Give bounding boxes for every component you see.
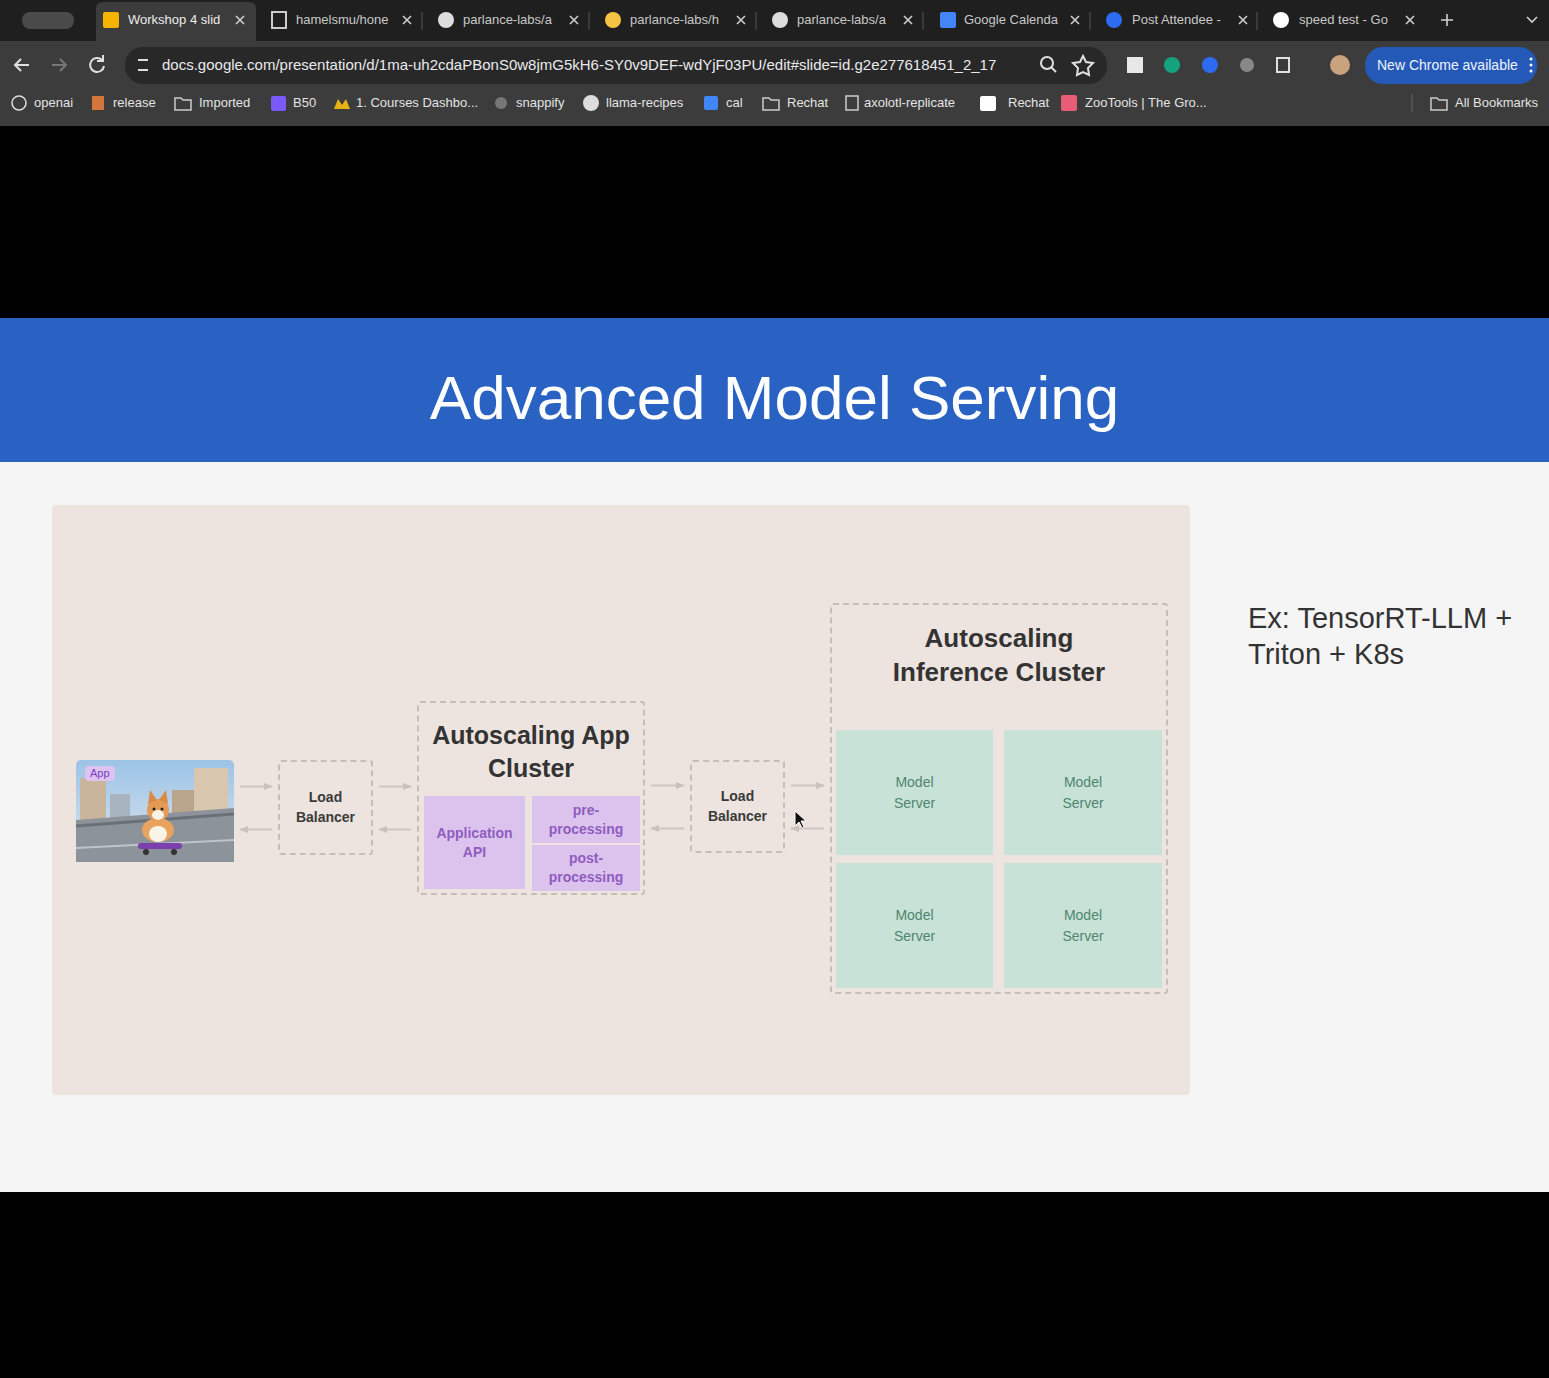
update-button-text: New Chrome available [1377,57,1518,74]
app-tag: App [85,766,115,781]
bookmark-label: Rechat [1008,95,1049,111]
autoscaling-cluster-box: Autoscaling App ClusterApplication API pr… [417,701,645,895]
tab-title: Post Attendee - [1132,12,1221,28]
cluster-heading: Autoscaling Inference Cluster [869,621,1129,690]
autoscaling-cluster-box: Autoscaling Inference ClusterModel Serve… [830,603,1168,994]
model-server-box: Model Server [836,863,993,988]
load-balancer-box: Load Balancer [690,760,785,853]
node-label: Application API [431,824,518,862]
tab-title: parlance-labs/h [630,12,719,28]
bookmark-label: release [113,95,156,111]
flow-arrow [240,829,272,831]
tab-title: parlance-labs/a [463,12,552,28]
node-label: Model Server [883,772,947,813]
node-label: pre-processing [539,801,633,839]
mouse-cursor [793,810,807,830]
bookmark-label: Imported [199,95,250,111]
tab-title: parlance-labs/a [797,12,886,28]
bookmark-label: openai [34,95,73,111]
bookmark-label: llama-recipes [606,95,683,111]
model-server-box: Model Server [836,730,993,855]
flow-arrow [791,785,824,787]
node-label: Load Balancer [289,788,363,827]
node-label: Model Server [883,905,947,946]
flow-arrow [240,786,272,788]
bookmark-label: All Bookmarks [1455,95,1538,111]
bookmark-label: axolotl-replicate [864,95,955,111]
flow-arrow [379,786,411,788]
bookmark-label: 1. Courses Dashbo... [356,95,478,111]
flow-arrow [379,829,411,831]
slide-title: Advanced Model Serving [0,361,1549,435]
flow-arrow [791,828,824,830]
node-label: Load Balancer [701,787,775,826]
bookmark-label: cal [726,95,743,111]
flow-arrow [651,785,684,787]
service-box: post-processing [532,845,640,891]
tab-title: speed test - Go [1299,12,1388,28]
bookmark-label: snappify [516,95,564,111]
bookmark-label: Rechat [787,95,828,111]
service-box: pre-processing [532,796,640,843]
node-label: Model Server [1051,905,1115,946]
node-label: Model Server [1051,772,1115,813]
tab-title: hamelsmu/hone [296,12,389,28]
url-text: docs.google.com/presentation/d/1ma-uh2cd… [162,56,996,74]
model-server-box: Model Server [1004,863,1162,988]
service-box: Application API [424,796,525,889]
app-screenshot-box: App [76,760,234,862]
flow-arrow [651,828,684,830]
load-balancer-box: Load Balancer [278,760,373,855]
tab-title: Workshop 4 slid [128,12,220,28]
model-server-box: Model Server [1004,730,1162,855]
bookmark-label: B50 [293,95,316,111]
tab-title: Google Calenda [964,12,1058,28]
cluster-heading: Autoscaling App Cluster [431,719,631,785]
example-note: Ex: TensorRT-LLM + Triton + K8s [1248,600,1540,673]
node-label: post-processing [539,849,633,887]
bookmark-label: ZooTools | The Gro... [1085,95,1207,111]
